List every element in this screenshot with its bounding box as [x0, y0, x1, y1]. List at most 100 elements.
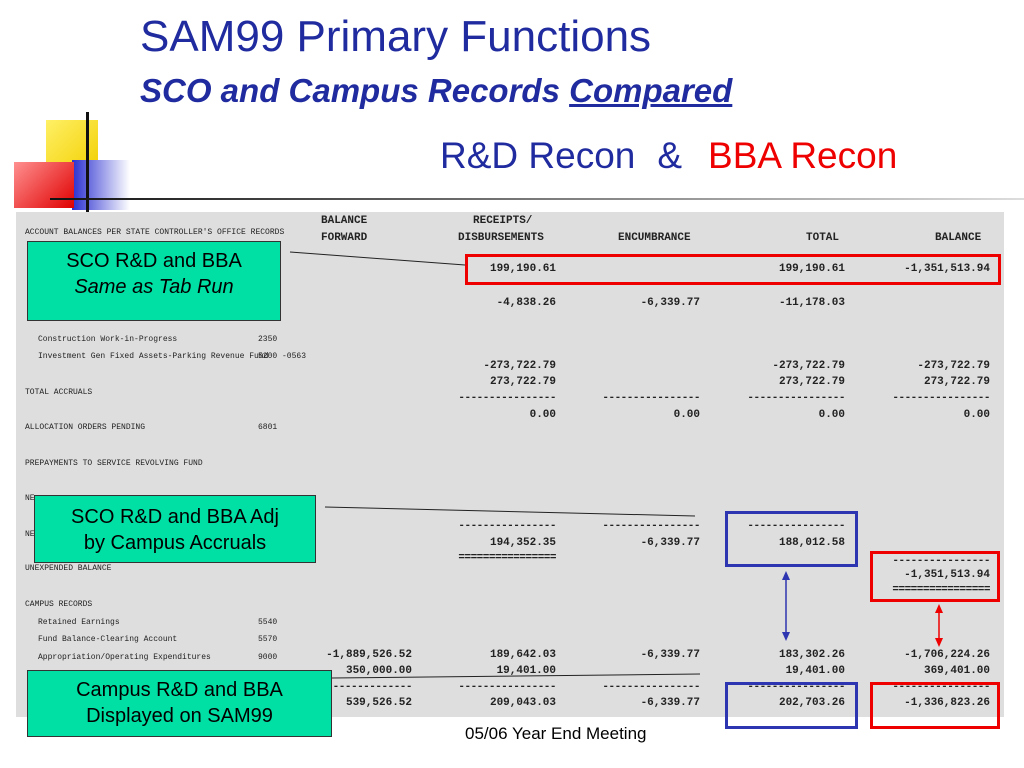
label-fund-balance: Fund Balance-Clearing Account: [38, 635, 178, 644]
r9-forward: 350,000.00: [345, 665, 412, 677]
code-investment: 5200 -0563: [258, 352, 307, 361]
arrow-red-up: [935, 604, 943, 613]
callout-3-line-2: Displayed on SAM99: [86, 705, 273, 727]
r5-encumbrance: 0.00: [673, 409, 700, 421]
r2-receipts: -4,838.26: [496, 297, 556, 309]
r4-receipts: 273,722.79: [489, 376, 556, 388]
slide-subtitle: SCO and Campus Records Compared: [140, 72, 732, 110]
r9-receipts: 19,401.00: [496, 665, 556, 677]
recon-heading: R&D Recon&BBA Recon: [440, 135, 897, 177]
r5-receipts: 0.00: [529, 409, 556, 421]
dash-total-2: ----------------: [747, 520, 845, 532]
callout-sco-same-as-tab-run: SCO R&D and BBA Same as Tab Run: [27, 241, 281, 321]
label-ne-1: NE: [25, 494, 35, 503]
callout-sco-adj-by-accruals: SCO R&D and BBA Adj by Campus Accruals: [34, 495, 316, 563]
dash-receipts-2: ----------------: [458, 520, 556, 532]
r8-encumbrance: -6,339.77: [640, 649, 700, 661]
label-appropriation: Appropriation/Operating Expenditures: [38, 653, 211, 662]
r1-total: 199,190.61: [778, 263, 845, 275]
deco-horizontal-line: [50, 198, 1024, 200]
arrow-blue-up: [782, 571, 790, 580]
r10-receipts: 209,043.03: [489, 697, 556, 709]
r10-encumbrance: -6,339.77: [640, 697, 700, 709]
label-retained: Retained Earnings: [38, 618, 120, 627]
r1-balance: -1,351,513.94: [904, 263, 990, 275]
header-receipts: RECEIPTS/: [473, 215, 533, 227]
dbl-receipts: ================: [458, 552, 556, 564]
arrow-red-down: [935, 638, 943, 647]
callout-2-line-1: SCO R&D and BBA Adj: [71, 506, 279, 528]
highlight-adj-balance: [870, 551, 1000, 602]
r10-total: 202,703.26: [778, 697, 845, 709]
connector-callout-3: [331, 673, 701, 679]
header-balance: BALANCE: [935, 232, 982, 244]
connector-callout-2: [324, 506, 696, 517]
arrow-blue-down: [782, 632, 790, 641]
dash-receipts-3: ----------------: [458, 681, 556, 693]
r6-receipts: 194,352.35: [489, 537, 556, 549]
slide-footer: 05/06 Year End Meeting: [465, 724, 647, 743]
label-prepayments: PREPAYMENTS TO SERVICE REVOLVING FUND: [25, 459, 203, 468]
dash-encumbrance-2: ----------------: [602, 520, 700, 532]
label-account-balances: ACCOUNT BALANCES PER STATE CONTROLLER'S …: [25, 228, 285, 237]
code-appropriation: 9000: [258, 653, 278, 662]
label-ne-2: NE: [25, 530, 35, 539]
r5-total: 0.00: [818, 409, 845, 421]
connector-callout-1: [289, 251, 466, 266]
callout-campus-displayed: Campus R&D and BBA Displayed on SAM99: [27, 670, 332, 737]
r7-balance: -1,351,513.94: [904, 569, 990, 581]
r8-receipts: 189,642.03: [489, 649, 556, 661]
r4-balance: 273,722.79: [923, 376, 990, 388]
header-total: TOTAL: [806, 232, 840, 244]
header-balance-forward: BALANCE: [321, 215, 368, 227]
r3-total: -273,722.79: [772, 360, 845, 372]
r3-balance: -273,722.79: [917, 360, 990, 372]
dash-encumbrance-1: ----------------: [602, 392, 700, 404]
header-disbursements: DISBURSEMENTS: [458, 232, 544, 244]
r4-total: 273,722.79: [778, 376, 845, 388]
r1-receipts: 199,190.61: [489, 263, 556, 275]
r3-receipts: -273,722.79: [483, 360, 556, 372]
code-retained: 5540: [258, 618, 278, 627]
r5-balance: 0.00: [963, 409, 990, 421]
dash-receipts-1: ----------------: [458, 392, 556, 404]
callout-1-line-2: Same as Tab Run: [74, 276, 234, 298]
callout-1-line-1: SCO R&D and BBA: [66, 250, 242, 272]
header-balance-forward-2: FORWARD: [321, 232, 368, 244]
dash-balance-2: ----------------: [892, 555, 990, 567]
r10-balance: -1,336,823.26: [904, 697, 990, 709]
callout-3-line-1: Campus R&D and BBA: [76, 679, 283, 701]
code-fund-balance: 5570: [258, 635, 278, 644]
label-allocation: ALLOCATION ORDERS PENDING: [25, 423, 146, 432]
ampersand: &: [657, 135, 683, 176]
r10-forward: 539,526.52: [345, 697, 412, 709]
dash-balance-1: ----------------: [892, 392, 990, 404]
dbl-balance: ================: [892, 584, 990, 596]
r2-total: -11,178.03: [778, 297, 845, 309]
r6-total: 188,012.58: [778, 537, 845, 549]
dash-total-1: ----------------: [747, 392, 845, 404]
label-investment: Investment Gen Fixed Assets-Parking Reve…: [38, 352, 269, 361]
r8-balance: -1,706,224.26: [904, 649, 990, 661]
deco-vertical-line: [86, 112, 89, 214]
bba-recon-label: BBA Recon: [708, 135, 898, 176]
label-total-accruals: TOTAL ACCRUALS: [25, 388, 93, 397]
dash-forward-3: ----------------: [314, 681, 412, 693]
r8-total: 183,302.26: [778, 649, 845, 661]
r6-encumbrance: -6,339.77: [640, 537, 700, 549]
dash-encumbrance-3: ----------------: [602, 681, 700, 693]
subtitle-underlined: Compared: [569, 72, 733, 109]
r2-encumbrance: -6,339.77: [640, 297, 700, 309]
highlight-campus-balance: [870, 682, 1000, 729]
callout-2-line-2: by Campus Accruals: [83, 532, 267, 554]
subtitle-text: SCO and Campus Records: [140, 72, 570, 109]
header-encumbrance: ENCUMBRANCE: [618, 232, 691, 244]
deco-red-square: [14, 162, 74, 208]
label-construction: Construction Work-in-Progress: [38, 335, 178, 344]
r9-balance: 369,401.00: [923, 665, 990, 677]
label-campus-records: CAMPUS RECORDS: [25, 600, 93, 609]
rd-recon-label: R&D Recon: [440, 135, 636, 176]
highlight-campus-total: [725, 682, 858, 729]
highlight-sco-row: [465, 254, 1001, 285]
